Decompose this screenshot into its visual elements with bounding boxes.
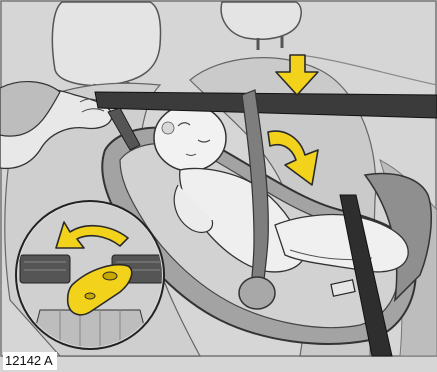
figure-code: 12142 A — [3, 352, 57, 370]
belt-buckle — [239, 277, 275, 309]
baby-head — [154, 105, 226, 171]
detail-inset — [16, 201, 164, 349]
